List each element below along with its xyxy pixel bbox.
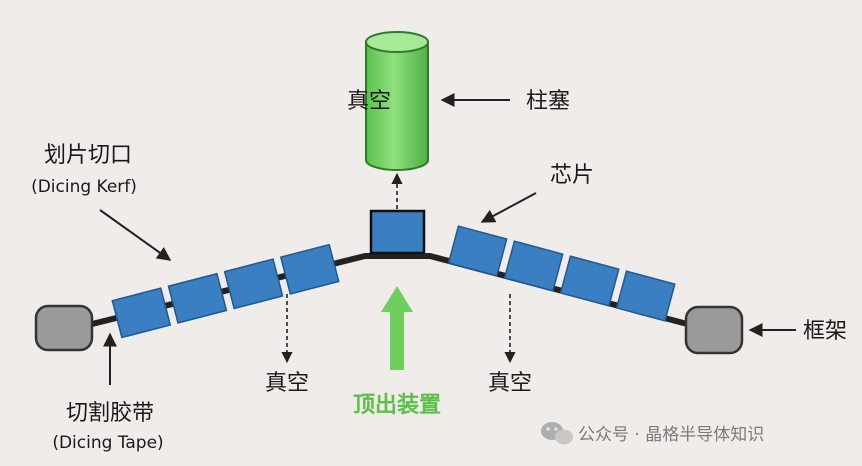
kerf-label-en: (Dicing Kerf) <box>31 177 137 197</box>
vacuum-plunger-label: 真空 <box>347 89 391 114</box>
chip <box>111 287 172 339</box>
ejector-arrow <box>381 286 413 370</box>
frame-left <box>34 304 94 352</box>
chip-pointer <box>480 192 537 223</box>
ejector-label: 顶出装置 <box>353 393 441 418</box>
plunger-label: 柱塞 <box>526 89 570 114</box>
vacuum-right-label: 真空 <box>488 371 532 396</box>
chip <box>615 270 676 322</box>
chip <box>167 272 228 324</box>
chip <box>223 258 284 310</box>
kerf-label: 划片切口 <box>44 143 132 168</box>
chip <box>279 243 340 295</box>
frame-right <box>684 305 744 355</box>
watermark-text: 公众号 · 晶格半导体知识 <box>578 425 764 445</box>
plunger-cylinder <box>365 31 429 171</box>
tape-label: 切割胶带 <box>66 401 154 426</box>
chip <box>559 255 620 307</box>
chip <box>503 240 564 292</box>
frame-label: 框架 <box>803 319 847 344</box>
chip-center <box>369 209 426 255</box>
tape-label-en: (Dicing Tape) <box>52 433 163 453</box>
kerf-pointer <box>99 209 172 261</box>
wechat-icon <box>541 422 573 445</box>
vacuum-left-label: 真空 <box>265 371 309 396</box>
chip <box>447 225 508 277</box>
watermark: 公众号 · 晶格半导体知识 <box>541 422 764 445</box>
chip-label: 芯片 <box>550 163 594 188</box>
